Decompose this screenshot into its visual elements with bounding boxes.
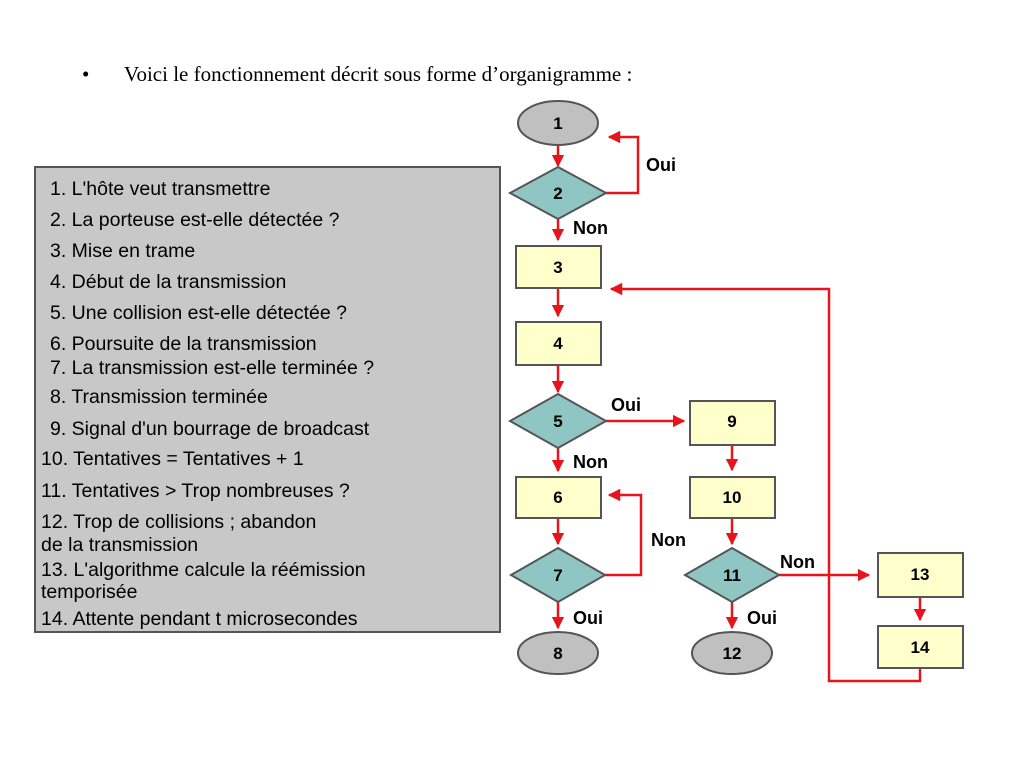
legend-line: 1. L'hôte veut transmettre xyxy=(50,178,271,200)
legend-line: 5. Une collision est-elle détectée ? xyxy=(50,302,348,324)
legend-line: 14. Attente pendant t microsecondes xyxy=(41,608,358,630)
node-8-terminal: 8 xyxy=(517,631,599,675)
node-7-decision: 7 xyxy=(508,546,608,604)
node-6-process: 6 xyxy=(515,476,602,519)
edge-7-loop xyxy=(605,488,643,577)
edge-7-non-label: Non xyxy=(651,530,686,550)
node-12-label: 12 xyxy=(723,644,742,663)
node-1-label: 1 xyxy=(553,114,562,133)
node-13-process: 13 xyxy=(877,552,964,598)
node-13-label: 13 xyxy=(911,565,930,584)
legend-line: 7. La transmission est-elle terminée ? xyxy=(50,357,375,379)
node-5-decision: 5 xyxy=(507,392,609,450)
legend-line: 12. Trop de collisions ; abandon xyxy=(41,511,317,533)
edge-11-non-label: Non xyxy=(780,552,815,572)
legend-line: 8. Transmission terminée xyxy=(50,386,268,408)
node-3-process: 3 xyxy=(515,245,602,289)
node-11-decision: 11 xyxy=(682,546,782,604)
node-1-terminal: 1 xyxy=(517,100,599,146)
node-2-label: 2 xyxy=(553,184,562,203)
intro-line: • Voici le fonctionnement décrit sous for… xyxy=(82,62,632,87)
node-10-label: 10 xyxy=(723,488,742,507)
edge-11-oui-label: Oui xyxy=(747,608,777,628)
edge-5-oui-label: Oui xyxy=(611,395,641,415)
legend-line: 11. Tentatives > Trop nombreuses ? xyxy=(41,480,350,502)
node-11-label: 11 xyxy=(723,566,741,585)
legend-panel: 1. L'hôte veut transmettre 2. La porteus… xyxy=(34,166,501,633)
node-4-process: 4 xyxy=(515,321,602,366)
legend-line: 3. Mise en trame xyxy=(50,240,196,262)
node-14-label: 14 xyxy=(911,638,930,657)
legend-line: 9. Signal d'un bourrage de broadcast xyxy=(50,418,370,440)
edge-14-3 xyxy=(609,282,922,683)
legend-line: de la transmission xyxy=(41,534,199,556)
node-4-label: 4 xyxy=(553,334,563,353)
node-7-label: 7 xyxy=(553,566,562,585)
legend-line: 2. La porteuse est-elle détectée ? xyxy=(50,209,340,231)
node-9-label: 9 xyxy=(727,412,736,431)
edge-2-retry xyxy=(606,130,640,195)
node-14-process: 14 xyxy=(877,625,964,669)
node-3-label: 3 xyxy=(553,258,562,277)
legend-line: 6. Poursuite de la transmission xyxy=(50,333,317,355)
node-9-process: 9 xyxy=(689,400,776,446)
node-6-label: 6 xyxy=(553,488,562,507)
node-8-label: 8 xyxy=(553,644,562,663)
legend-line: 4. Début de la transmission xyxy=(50,271,287,293)
legend-line: temporisée xyxy=(41,581,138,603)
node-5-label: 5 xyxy=(553,412,562,431)
intro-text: Voici le fonctionnement décrit sous form… xyxy=(124,62,633,86)
edge-2-oui-label: Oui xyxy=(646,155,676,175)
bullet-marker: • xyxy=(82,62,90,86)
legend-line: 10. Tentatives = Tentatives + 1 xyxy=(41,448,304,470)
node-10-process: 10 xyxy=(689,476,776,519)
legend-line: 13. L'algorithme calcule la réémission xyxy=(41,559,366,581)
edge-5-non-label: Non xyxy=(573,452,608,472)
node-2-decision: 2 xyxy=(507,165,609,221)
edge-7-oui-label: Oui xyxy=(573,608,603,628)
node-12-terminal: 12 xyxy=(691,631,773,675)
edge-2-non-label: Non xyxy=(573,218,608,238)
